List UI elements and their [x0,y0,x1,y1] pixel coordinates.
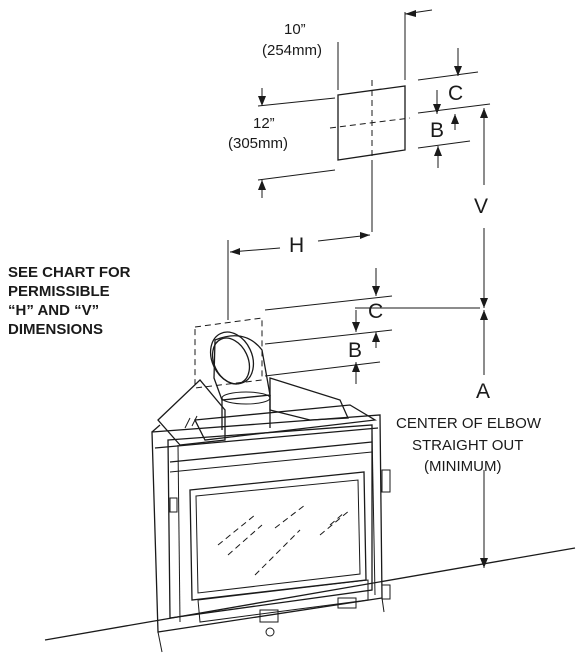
note-line1: SEE CHART FOR [8,264,131,281]
h-label: H [289,234,304,257]
upper-c-label: C [448,82,463,105]
a-desc-line1: CENTER OF ELBOW [396,415,542,432]
a-desc-line2: STRAIGHT OUT [412,437,523,454]
a-desc-line3: (MINIMUM) [424,458,501,475]
lower-wall-plate [194,317,263,389]
note-line4: DIMENSIONS [8,321,103,338]
v-label: V [474,195,488,218]
top-height-mm-label: (305mm) [228,135,288,152]
top-width-label: 10” [284,21,306,38]
lower-c-label: C [368,300,383,323]
lower-b-label: B [348,339,362,362]
vent-elbow-icon [209,331,271,430]
floor-line [44,547,576,641]
top-width-mm-label: (254mm) [262,42,322,59]
upper-b-label: B [430,119,444,142]
top-height-label: 12” [253,115,275,132]
upper-wall-plate [329,80,411,161]
a-label: A [476,380,490,403]
note-line2: PERMISSIBLE [8,283,110,300]
fireplace-unit-icon [151,377,391,653]
note-line3: “H” AND “V” [8,302,99,319]
